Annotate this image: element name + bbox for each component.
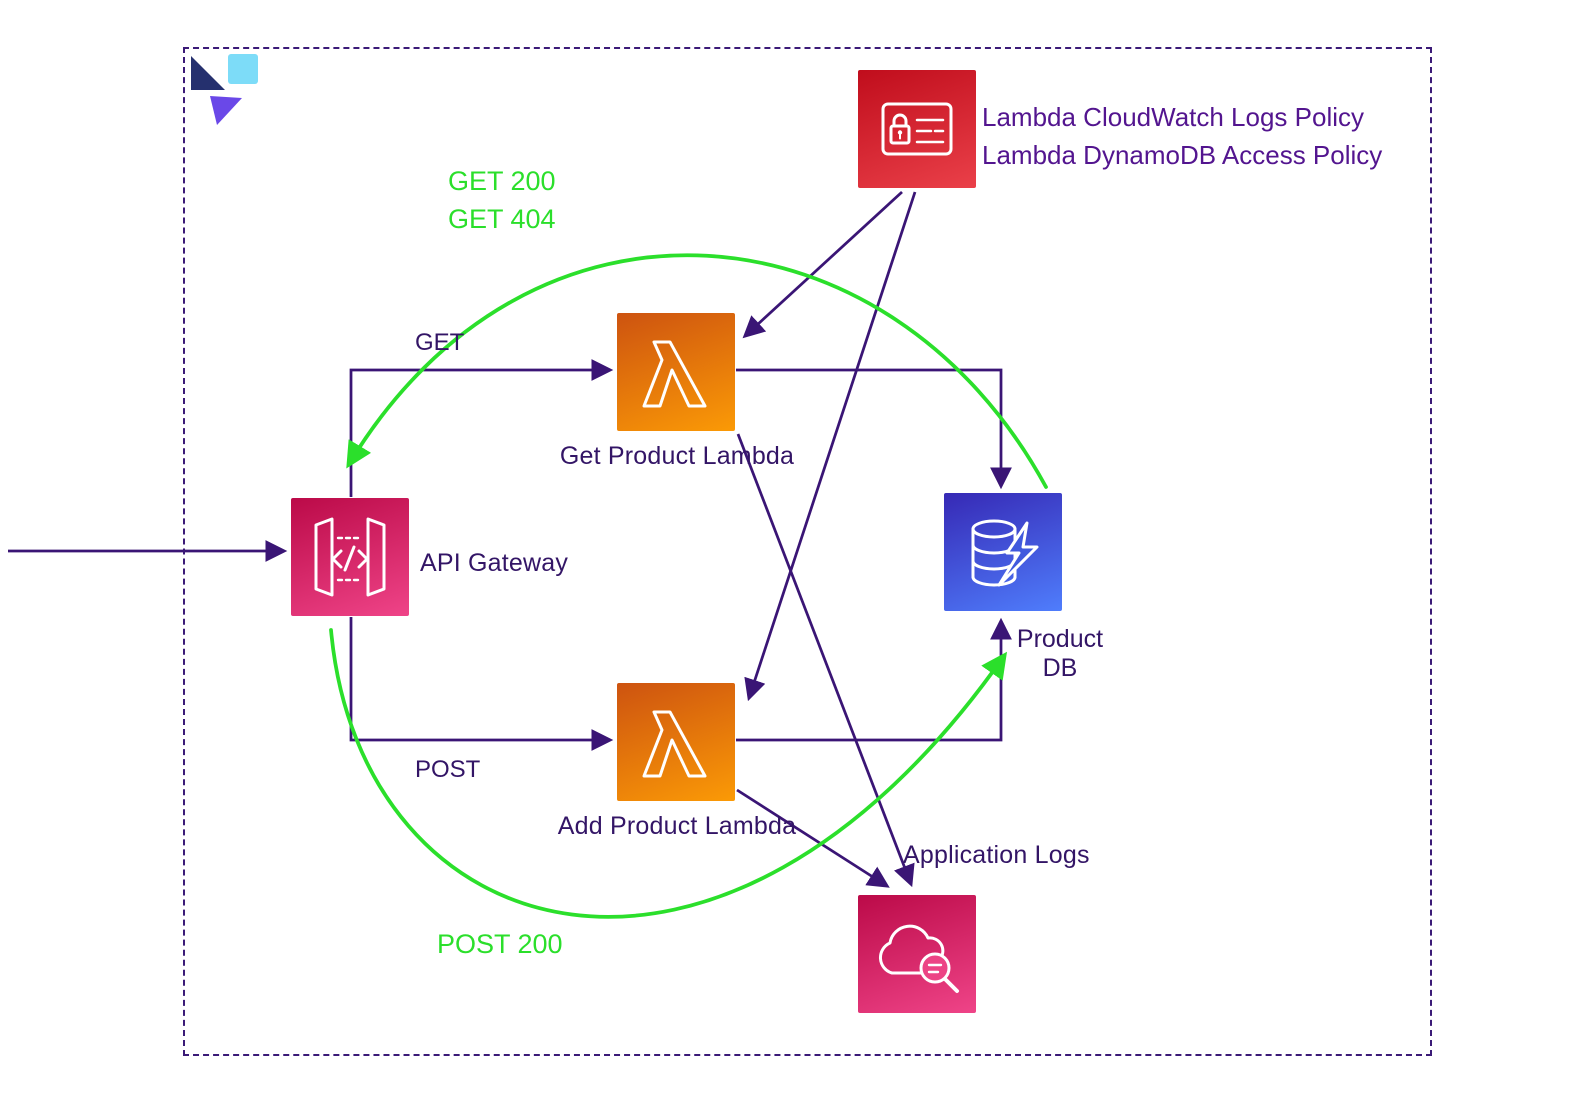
api-gateway-node xyxy=(291,498,409,616)
policy-label-1: Lambda CloudWatch Logs Policy xyxy=(982,102,1365,132)
get-product-lambda-node xyxy=(617,313,735,431)
logo xyxy=(190,54,258,135)
product-db-label-line1: Product xyxy=(1016,625,1104,653)
application-logs-label: Application Logs xyxy=(903,841,1090,869)
application-logs-node xyxy=(858,895,976,1013)
cloudwatch-logs-icon xyxy=(879,924,959,993)
api-gateway-icon xyxy=(314,517,386,597)
logo-icon xyxy=(191,54,258,125)
edge-label-get-404: GET 404 xyxy=(448,204,556,234)
add-lambda-label: Add Product Lambda xyxy=(557,812,797,840)
product-db-node xyxy=(944,493,1062,611)
get-lambda-label: Get Product Lambda xyxy=(559,442,795,470)
policy-label-2: Lambda DynamoDB Access Policy xyxy=(982,140,1383,170)
dynamodb-icon xyxy=(971,519,1039,587)
edge-label-get: GET xyxy=(415,329,465,356)
iam-policy-node xyxy=(858,70,976,188)
edge-label-post-200: POST 200 xyxy=(437,929,563,959)
api-gateway-label: API Gateway xyxy=(420,549,569,577)
edge-label-get-200: GET 200 xyxy=(448,166,556,196)
lambda-icon xyxy=(642,340,707,408)
lambda-icon xyxy=(642,710,707,778)
add-product-lambda-node xyxy=(617,683,735,801)
product-db-label-line2: DB xyxy=(1042,654,1078,682)
iam-policy-icon xyxy=(881,102,953,156)
edge-label-post: POST xyxy=(415,756,481,783)
product-db-label: Product DB xyxy=(1012,625,1108,683)
